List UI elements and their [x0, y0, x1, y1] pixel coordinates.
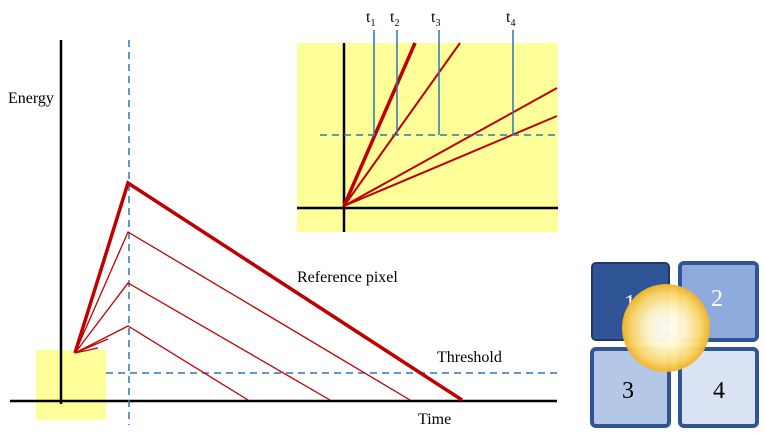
- tile-2-label: 2: [711, 286, 723, 312]
- inset-rise-3: [343, 87, 558, 207]
- pixel-curve-2: [74, 231, 411, 401]
- pixel-curve-5: [74, 338, 109, 354]
- main-plot: Energy Time Reference pixel Threshold: [8, 40, 557, 428]
- threshold-label: Threshold: [437, 349, 502, 366]
- inset-background: [297, 43, 558, 232]
- pixel-curve-4: [74, 325, 249, 401]
- tile-3-label: 3: [622, 378, 634, 404]
- t3-label: t3: [431, 9, 440, 29]
- pixel-square: [36, 350, 106, 420]
- pixel-curve-6: [74, 347, 99, 354]
- tile-4-label: 4: [713, 378, 725, 404]
- inset-rise-2: [343, 42, 461, 207]
- tile-4: [678, 347, 759, 428]
- pixel-tiles: 1 2 3 4: [590, 261, 759, 428]
- inset-rise-1: [342, 42, 417, 207]
- reference-pixel-label: Reference pixel: [297, 269, 398, 286]
- t1-label: t1: [366, 9, 375, 29]
- inset-plot: t1 t2 t3 t4: [297, 9, 558, 232]
- light-spot: [622, 284, 710, 372]
- pixel-curve-3: [74, 282, 331, 401]
- inset-rise-4: [343, 115, 558, 207]
- energy-label: Energy: [8, 90, 54, 107]
- t2-label: t2: [390, 9, 399, 29]
- reference-pixel-curve: [73, 180, 463, 402]
- t4-label: t4: [506, 9, 515, 29]
- time-label: Time: [418, 411, 451, 428]
